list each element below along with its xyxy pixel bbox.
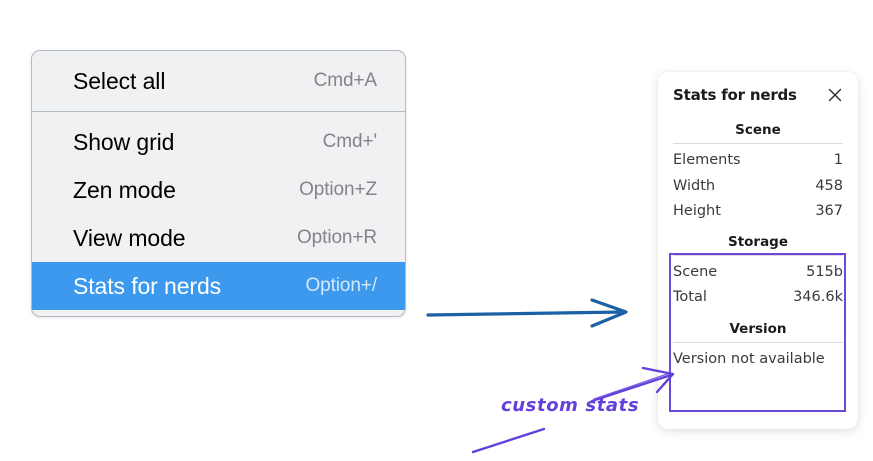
section-rule (673, 143, 843, 144)
menu-item-select-all[interactable]: Select all Cmd+A (32, 57, 405, 105)
section-heading: Scene (735, 122, 781, 138)
menu-separator (32, 111, 405, 112)
menu-group-1: Select all Cmd+A (32, 51, 405, 111)
stat-value: 515b (806, 263, 843, 280)
stat-key: Scene (673, 263, 718, 280)
stats-section-version: Version Version not available (670, 319, 846, 369)
menu-item-zen-mode[interactable]: Zen mode Option+Z (32, 166, 405, 214)
menu-item-view-mode[interactable]: View mode Option+R (32, 214, 405, 262)
stat-value: 458 (815, 177, 843, 194)
stat-value: 367 (815, 203, 843, 220)
version-value: Version not available (673, 350, 825, 367)
stat-value: 1 (833, 152, 843, 168)
menu-item-label: Zen mode (73, 176, 176, 203)
section-rule (673, 254, 843, 256)
stat-value: 346.6k (793, 289, 843, 306)
stat-key: Width (673, 177, 716, 194)
purple-underline-stroke (471, 427, 546, 454)
section-rule (673, 341, 843, 343)
table-row: Scene 515b (670, 260, 846, 286)
menu-item-label: View mode (73, 224, 186, 251)
section-heading: Storage (727, 233, 789, 250)
menu-item-label: Select all (73, 67, 166, 94)
blue-arrow (426, 298, 628, 328)
stat-key: Height (673, 203, 721, 220)
stat-key: Total (673, 289, 707, 306)
table-row: Width 458 (670, 174, 846, 200)
stats-panel-title: Stats for nerds (673, 86, 797, 104)
menu-item-label: Show grid (73, 128, 175, 155)
table-row: Height 367 (670, 199, 846, 225)
menu-item-shortcut: Option+/ (305, 275, 377, 296)
menu-item-label: Stats for nerds (73, 272, 222, 299)
menu-item-show-grid[interactable]: Show grid Cmd+' (32, 118, 405, 166)
stat-key: Elements (673, 152, 741, 168)
table-row: Total 346.6k (670, 285, 846, 311)
close-icon[interactable] (826, 86, 844, 104)
stats-section-scene: Scene Elements 1 Width 458 Height 367 (670, 120, 846, 225)
section-heading: Version (729, 320, 787, 337)
menu-item-shortcut: Cmd+' (322, 131, 377, 152)
menu-item-shortcut: Option+R (297, 227, 377, 248)
custom-stats-annotation-label: custom stats (501, 395, 640, 416)
stats-for-nerds-panel: Stats for nerds Scene Elements 1 Width 4… (658, 72, 858, 429)
stats-section-storage: Storage Scene 515b Total 346.6k (670, 232, 846, 311)
menu-item-shortcut: Option+Z (299, 179, 377, 200)
stats-panel-header: Stats for nerds (670, 86, 846, 104)
menu-item-stats-for-nerds[interactable]: Stats for nerds Option+/ (32, 262, 405, 310)
table-row: Elements 1 (670, 148, 846, 174)
context-menu[interactable]: Select all Cmd+A Show grid Cmd+' Zen mod… (31, 50, 406, 317)
menu-item-shortcut: Cmd+A (313, 70, 377, 91)
menu-group-2: Show grid Cmd+' Zen mode Option+Z View m… (32, 112, 405, 316)
